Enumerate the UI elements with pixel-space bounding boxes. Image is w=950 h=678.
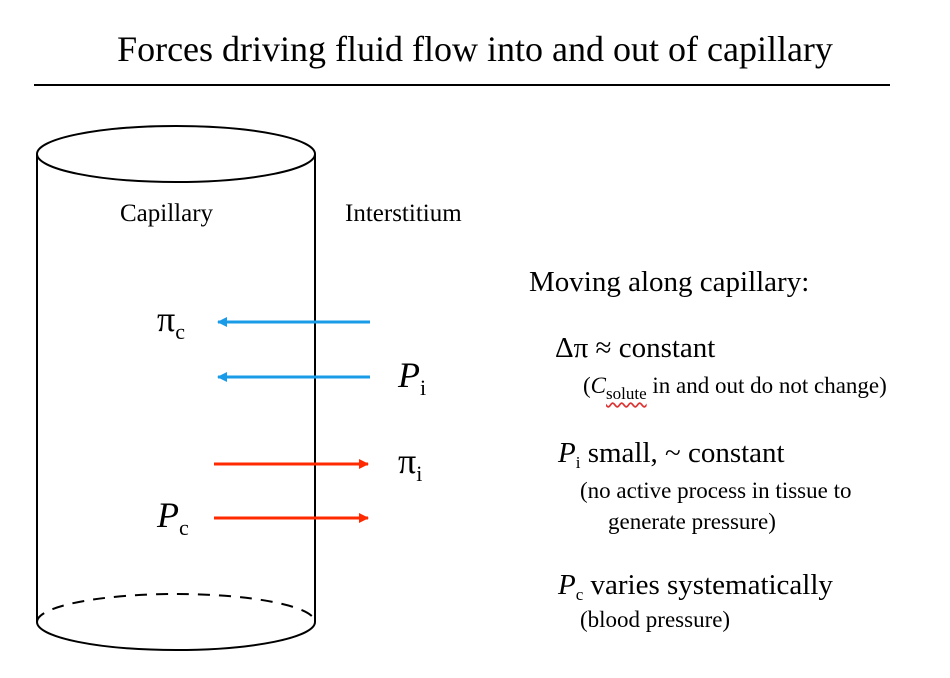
title-divider <box>34 84 890 86</box>
page-title: Forces driving fluid flow into and out o… <box>117 29 833 69</box>
pc-varies-line: Pc varies systematically <box>558 569 833 604</box>
p-c-symbol: Pc <box>157 495 189 540</box>
pi-i-symbol: πi <box>398 441 423 486</box>
notes-heading: Moving along capillary: <box>529 266 810 298</box>
delta-pi-note: (Csolute in and out do not change) <box>583 373 887 403</box>
pi-c-symbol: πc <box>157 299 185 344</box>
delta-pi-line: Δπ ≈ constant <box>555 332 716 364</box>
pi-small-line: Pi small, ~ constant <box>558 437 785 472</box>
interstitium-label: Interstitium <box>345 200 462 227</box>
p-i-symbol: Pi <box>398 355 427 400</box>
capillary-bottom-back <box>36 593 316 623</box>
capillary-label: Capillary <box>120 200 214 227</box>
capillary-bottom-front <box>36 621 316 651</box>
pc-varies-note: (blood pressure) <box>580 607 731 632</box>
pi-small-note-2: generate pressure) <box>608 509 776 534</box>
pi-small-note-1: (no active process in tissue to <box>580 478 852 503</box>
capillary-top-rim <box>36 125 316 183</box>
